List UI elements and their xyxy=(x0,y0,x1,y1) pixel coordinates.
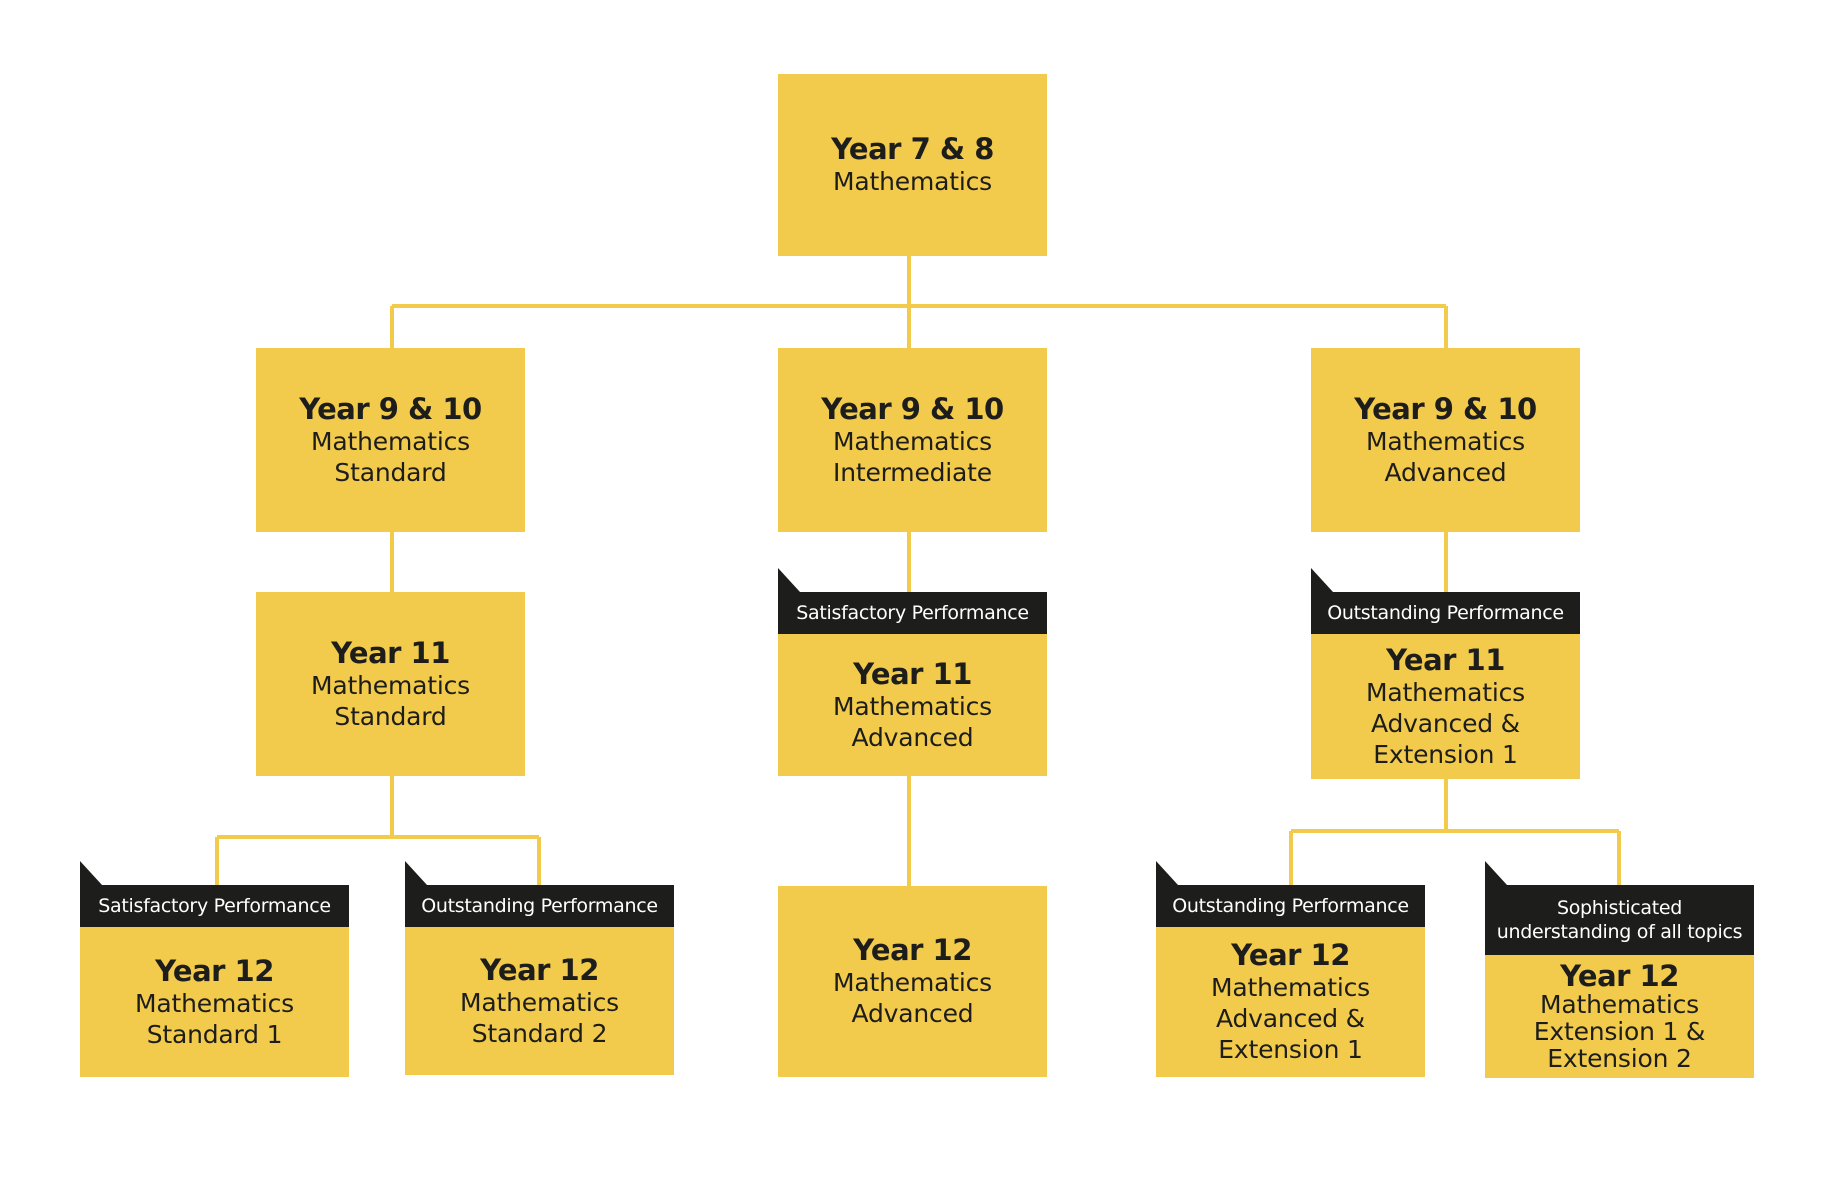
node-subtitle: Intermediate xyxy=(833,457,992,487)
tag-notch xyxy=(80,861,102,885)
node-year12-standard2: Year 12 Mathematics Standard 2 xyxy=(405,927,674,1075)
node-subtitle: Mathematics xyxy=(833,167,992,196)
node-subtitle: Advanced xyxy=(851,999,974,1028)
node-subtitle: Mathematics xyxy=(135,988,294,1018)
node-title: Year 12 xyxy=(155,953,274,988)
node-subtitle: Standard 1 xyxy=(146,1019,283,1049)
node-subtitle: Standard xyxy=(334,701,447,731)
node-subtitle: Mathematics xyxy=(833,968,992,997)
node-title: Year 12 xyxy=(853,933,972,967)
node-title: Year 9 & 10 xyxy=(1354,391,1537,426)
node-subtitle: Mathematics xyxy=(1540,990,1699,1019)
tag-text: Satisfactory Performance xyxy=(98,895,331,917)
node-subtitle: Mathematics xyxy=(1366,426,1525,456)
node-title: Year 11 xyxy=(331,635,450,670)
node-year12-standard1: Year 12 Mathematics Standard 1 xyxy=(80,927,349,1077)
node-subtitle: Standard 2 xyxy=(471,1018,608,1048)
tag-notch xyxy=(1156,861,1178,885)
tag-notch xyxy=(1311,568,1333,592)
tag-text: Outstanding Performance xyxy=(1172,895,1409,917)
node-year11-standard: Year 11 Mathematics Standard xyxy=(256,592,525,776)
node-title: Year 9 & 10 xyxy=(821,391,1004,426)
node-title: Year 12 xyxy=(480,952,599,987)
node-year9-10-intermediate: Year 9 & 10 Mathematics Intermediate xyxy=(778,348,1047,532)
tag-notch xyxy=(778,568,800,592)
node-title: Year 7 & 8 xyxy=(831,132,994,166)
node-title: Year 9 & 10 xyxy=(299,391,482,426)
node-year11-advanced: Year 11 Mathematics Advanced xyxy=(778,634,1047,776)
node-subtitle: Advanced & xyxy=(1216,1004,1365,1033)
tag-text: Outstanding Performance xyxy=(421,895,658,917)
node-subtitle: Mathematics xyxy=(1211,973,1370,1002)
node-title: Year 12 xyxy=(1231,938,1350,972)
tag-sophisticated-understanding: Sophisticated understanding of all topic… xyxy=(1485,885,1754,955)
tag-satisfactory-performance: Satisfactory Performance xyxy=(778,592,1047,634)
node-subtitle: Advanced & xyxy=(1371,708,1520,738)
node-title: Year 11 xyxy=(1386,642,1505,677)
node-year7-8: Year 7 & 8 Mathematics xyxy=(778,74,1047,256)
node-year9-10-standard: Year 9 & 10 Mathematics Standard xyxy=(256,348,525,532)
node-subtitle: Extension 2 xyxy=(1547,1044,1692,1073)
node-subtitle: Extension 1 & xyxy=(1533,1017,1706,1046)
node-year12-extension1-extension2: Year 12 Mathematics Extension 1 & Extens… xyxy=(1485,955,1754,1078)
node-title: Year 12 xyxy=(1560,959,1679,993)
node-subtitle: Standard xyxy=(334,457,447,487)
node-subtitle: Advanced xyxy=(851,722,974,752)
node-subtitle: Mathematics xyxy=(311,670,470,700)
node-subtitle: Mathematics xyxy=(833,426,992,456)
node-title: Year 11 xyxy=(853,656,972,691)
node-subtitle: Extension 1 xyxy=(1218,1035,1363,1064)
tag-notch xyxy=(405,861,427,885)
tag-outstanding-performance: Outstanding Performance xyxy=(1311,592,1580,634)
node-year12-advanced: Year 12 Mathematics Advanced xyxy=(778,886,1047,1077)
node-year9-10-advanced: Year 9 & 10 Mathematics Advanced xyxy=(1311,348,1580,532)
tag-text: Sophisticated xyxy=(1556,897,1683,919)
tag-outstanding-performance: Outstanding Performance xyxy=(405,885,674,927)
node-subtitle: Mathematics xyxy=(311,426,470,456)
node-subtitle: Advanced xyxy=(1384,457,1507,487)
node-subtitle: Mathematics xyxy=(460,987,619,1017)
tag-text: Outstanding Performance xyxy=(1327,602,1564,624)
tag-outstanding-performance: Outstanding Performance xyxy=(1156,885,1425,927)
node-subtitle: Mathematics xyxy=(833,691,992,721)
tag-satisfactory-performance: Satisfactory Performance xyxy=(80,885,349,927)
tag-text: understanding of all topics xyxy=(1496,921,1743,943)
node-year11-advanced-extension1: Year 11 Mathematics Advanced & Extension… xyxy=(1311,634,1580,779)
tag-notch xyxy=(1485,861,1507,885)
node-subtitle: Mathematics xyxy=(1366,677,1525,707)
node-subtitle: Extension 1 xyxy=(1373,739,1518,769)
node-year12-advanced-extension1: Year 12 Mathematics Advanced & Extension… xyxy=(1156,927,1425,1077)
tag-text: Satisfactory Performance xyxy=(796,602,1029,624)
